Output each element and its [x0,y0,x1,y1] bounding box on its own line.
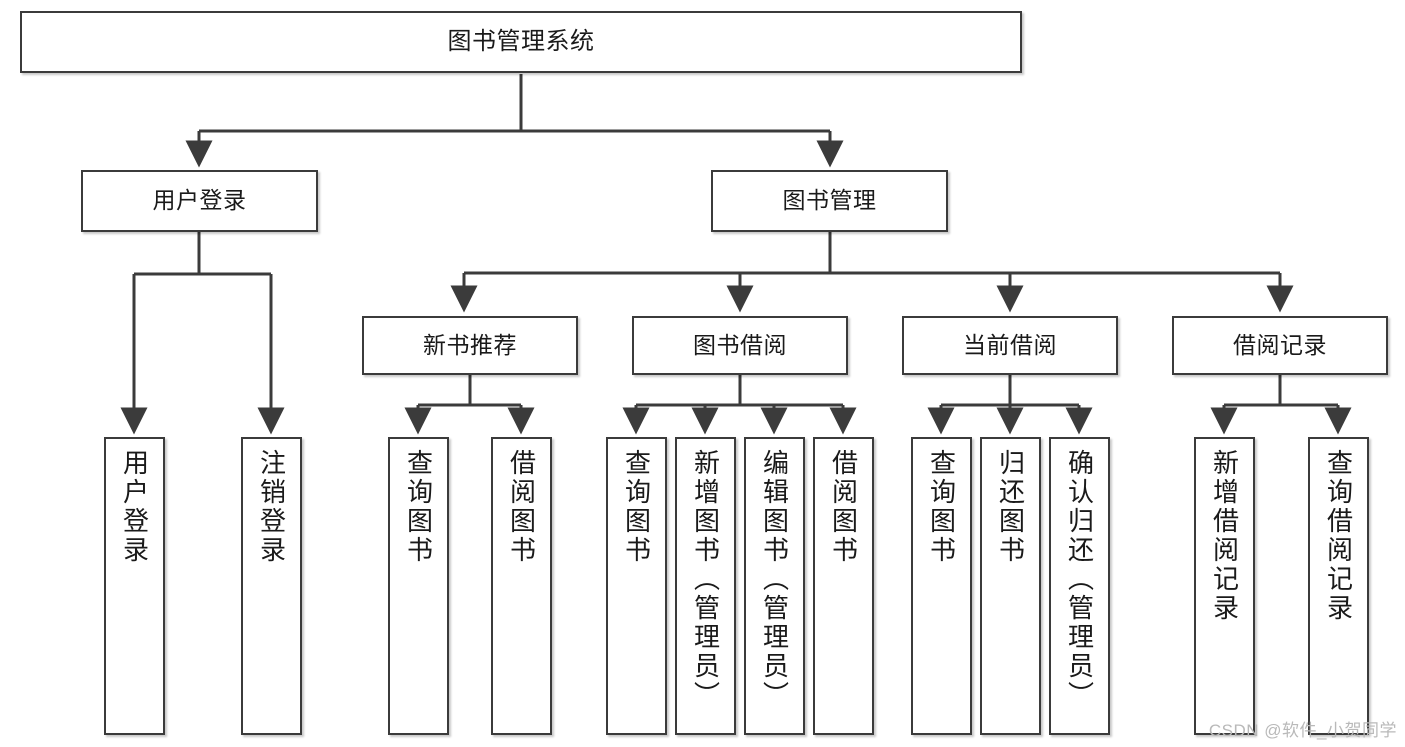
leaf-new-book-query-books[interactable]: 查询图书 [388,437,449,735]
node-label: 编辑图书（管理员） [759,449,790,710]
node-root-book-management-system[interactable]: 图书管理系统 [20,11,1022,73]
node-label: 借阅图书 [828,449,859,565]
node-label: 图书借阅 [693,331,787,358]
leaf-new-book-borrow-books[interactable]: 借阅图书 [491,437,552,735]
node-label: 用户登录 [152,187,247,214]
leaf-book-borrow-add-book-admin[interactable]: 新增图书（管理员） [675,437,736,735]
node-book-management[interactable]: 图书管理 [711,170,948,232]
node-label: 用户登录 [119,449,150,565]
node-label: 确认归还（管理员） [1064,449,1095,710]
node-label: 查询图书 [403,449,434,565]
leaf-book-borrow-borrow-books[interactable]: 借阅图书 [813,437,874,735]
node-current-borrow[interactable]: 当前借阅 [902,316,1118,375]
node-label: 借阅图书 [506,449,537,565]
node-label: 查询借阅记录 [1323,449,1354,623]
node-label: 借阅记录 [1233,331,1327,358]
leaf-current-borrow-return-books[interactable]: 归还图书 [980,437,1041,735]
node-label: 当前借阅 [963,331,1057,358]
leaf-book-borrow-edit-book-admin[interactable]: 编辑图书（管理员） [744,437,805,735]
node-label: 新增借阅记录 [1209,449,1240,623]
node-label: 归还图书 [995,449,1026,565]
watermark-text: CSDN @软件_小贺同学 [1208,721,1397,740]
leaf-book-borrow-query-books[interactable]: 查询图书 [606,437,667,735]
node-label: 查询图书 [621,449,652,565]
node-label: 新书推荐 [423,331,517,358]
node-label: 查询图书 [926,449,957,565]
leaf-borrow-record-query-record[interactable]: 查询借阅记录 [1308,437,1369,735]
node-book-borrow[interactable]: 图书借阅 [632,316,848,375]
node-borrow-record[interactable]: 借阅记录 [1172,316,1388,375]
leaf-user-login-login[interactable]: 用户登录 [104,437,165,735]
node-label: 图书管理系统 [447,27,595,55]
leaf-user-login-logout[interactable]: 注销登录 [241,437,302,735]
node-label: 注销登录 [256,449,287,565]
node-new-book-recommend[interactable]: 新书推荐 [362,316,578,375]
node-user-login[interactable]: 用户登录 [81,170,318,232]
node-label: 图书管理 [782,187,877,214]
node-label: 新增图书（管理员） [690,449,721,710]
leaf-current-borrow-confirm-return-admin[interactable]: 确认归还（管理员） [1049,437,1110,735]
leaf-borrow-record-add-record[interactable]: 新增借阅记录 [1194,437,1255,735]
leaf-current-borrow-query-books[interactable]: 查询图书 [911,437,972,735]
